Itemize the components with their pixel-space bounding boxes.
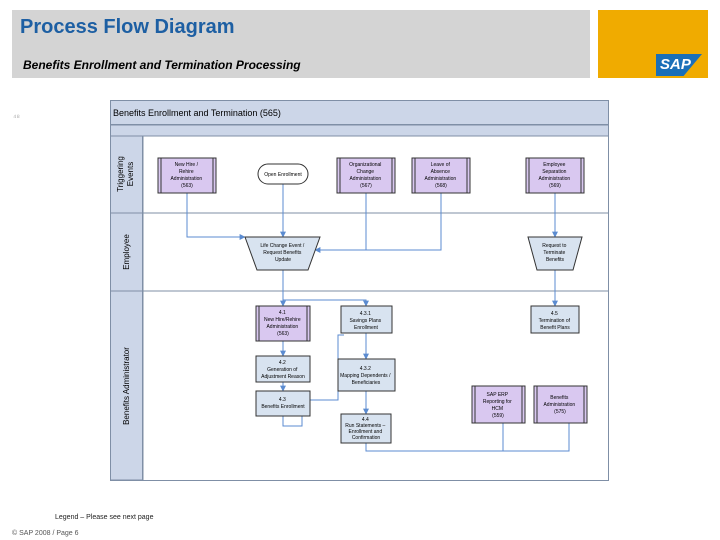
header-bar: Process Flow Diagram Benefits Enrollment… (12, 10, 590, 78)
sap-erp-reporting-hcm: SAP ERP Reporting for HCM (559) (471, 385, 526, 424)
trigger-new-hire: New Hire / Rehire Administration (563) (157, 157, 217, 194)
svg-text:Request to Terminate: Request to Terminate Benefits (542, 243, 568, 263)
page-subtitle: Benefits Enrollment and Termination Proc… (23, 58, 301, 72)
lane-label-employee: Employee (122, 234, 131, 270)
trigger-open-enrollment: Open Enrollment (257, 163, 309, 185)
sap-logo-panel: SAP (598, 10, 708, 78)
step-4-1-new-hire: 4.1 New Hire/Rehire Administration (563) (255, 305, 311, 342)
trigger-employee-separation: Employee Separation Administration (569) (525, 157, 585, 194)
trigger-org-change: Organizational Change Administration (56… (336, 157, 396, 194)
connector (282, 289, 369, 307)
step-4-3-1-savings-plans: 4.3.1 Savings Plans Enrollment (340, 305, 393, 334)
svg-text:4.2 Generation of: 4.2 Generation of Adjustment Reason (261, 360, 305, 380)
svg-text:Employee Separation: Employee Separation Administration (569) (538, 162, 571, 189)
svg-text:4.4 Run Statements –: 4.4 Run Statements – Enrollment and Conf… (345, 417, 386, 441)
employee-request-terminate: Request to Terminate Benefits (527, 236, 583, 271)
svg-text:Leave of Absence A: Leave of Absence Administration (568) (424, 162, 457, 189)
diagram-title: Benefits Enrollment and Termination (565… (113, 108, 281, 118)
svg-text:Organizational Change: Organizational Change Administration (56… (349, 162, 383, 189)
svg-text:Life Change Event / Requ: Life Change Event / Request Benefits Upd… (260, 243, 305, 263)
sap-logo: SAP (656, 54, 702, 76)
svg-text:4.3.2 Mapping Dependents: 4.3.2 Mapping Dependents / Beneficiaries (340, 366, 392, 386)
lane-header-admin (110, 290, 143, 481)
svg-text:SAP ERP Reporting for: SAP ERP Reporting for HCM (559) (483, 392, 513, 419)
diagram-spacer-band (110, 124, 609, 137)
diagram-title-band (110, 100, 609, 125)
svg-text:4.1 New Hire/Rehire: 4.1 New Hire/Rehire Administration (563) (264, 310, 302, 337)
step-4-3-2-mapping-dependents: 4.3.2 Mapping Dependents / Beneficiaries (337, 358, 396, 392)
slide-bullet: ⁴⁸ (13, 113, 20, 122)
svg-text:Benefits Administration: Benefits Administration (575) (543, 395, 576, 415)
lane-label-triggering: Triggering (116, 156, 125, 192)
process-flow-diagram: Benefits Enrollment and Termination (565… (110, 100, 609, 481)
connector (315, 193, 442, 251)
step-4-5-termination: 4.5 Termination of Benefit Plans (530, 305, 580, 334)
step-4-4-run-statements: 4.4 Run Statements – Enrollment and Conf… (340, 413, 392, 444)
employee-life-change-event: Life Change Event / Request Benefits Upd… (244, 236, 321, 271)
sap-logo-text: SAP (660, 56, 691, 73)
lane-label-triggering-2: Events (126, 162, 135, 186)
svg-text:New Hire / Rehire: New Hire / Rehire Administration (563) (170, 162, 203, 189)
svg-text:Open Enrollment: Open Enrollment (264, 172, 302, 178)
svg-text:4.3.1 Savings Plans: 4.3.1 Savings Plans Enrollment (349, 311, 382, 331)
trigger-leave-absence: Leave of Absence Administration (568) (411, 157, 471, 194)
step-4-3-benefits-enrollment: 4.3 Benefits Enrollment (255, 390, 311, 417)
page-title: Process Flow Diagram (20, 16, 235, 38)
benefits-administration-575: Benefits Administration (575) (533, 385, 588, 424)
svg-text:4.5 Termination of: 4.5 Termination of Benefit Plans (539, 311, 572, 331)
footer-copyright: © SAP 2008 / Page 6 (12, 530, 79, 537)
svg-text:4.3 Benefits Enrollment: 4.3 Benefits Enrollment (261, 397, 305, 410)
step-4-2-adjustment-reason: 4.2 Generation of Adjustment Reason (255, 355, 311, 383)
connector (186, 193, 246, 240)
lane-label-admin: Benefits Administrator (122, 347, 131, 425)
legend-note: Legend – Please see next page (55, 514, 154, 521)
connector (365, 423, 570, 452)
